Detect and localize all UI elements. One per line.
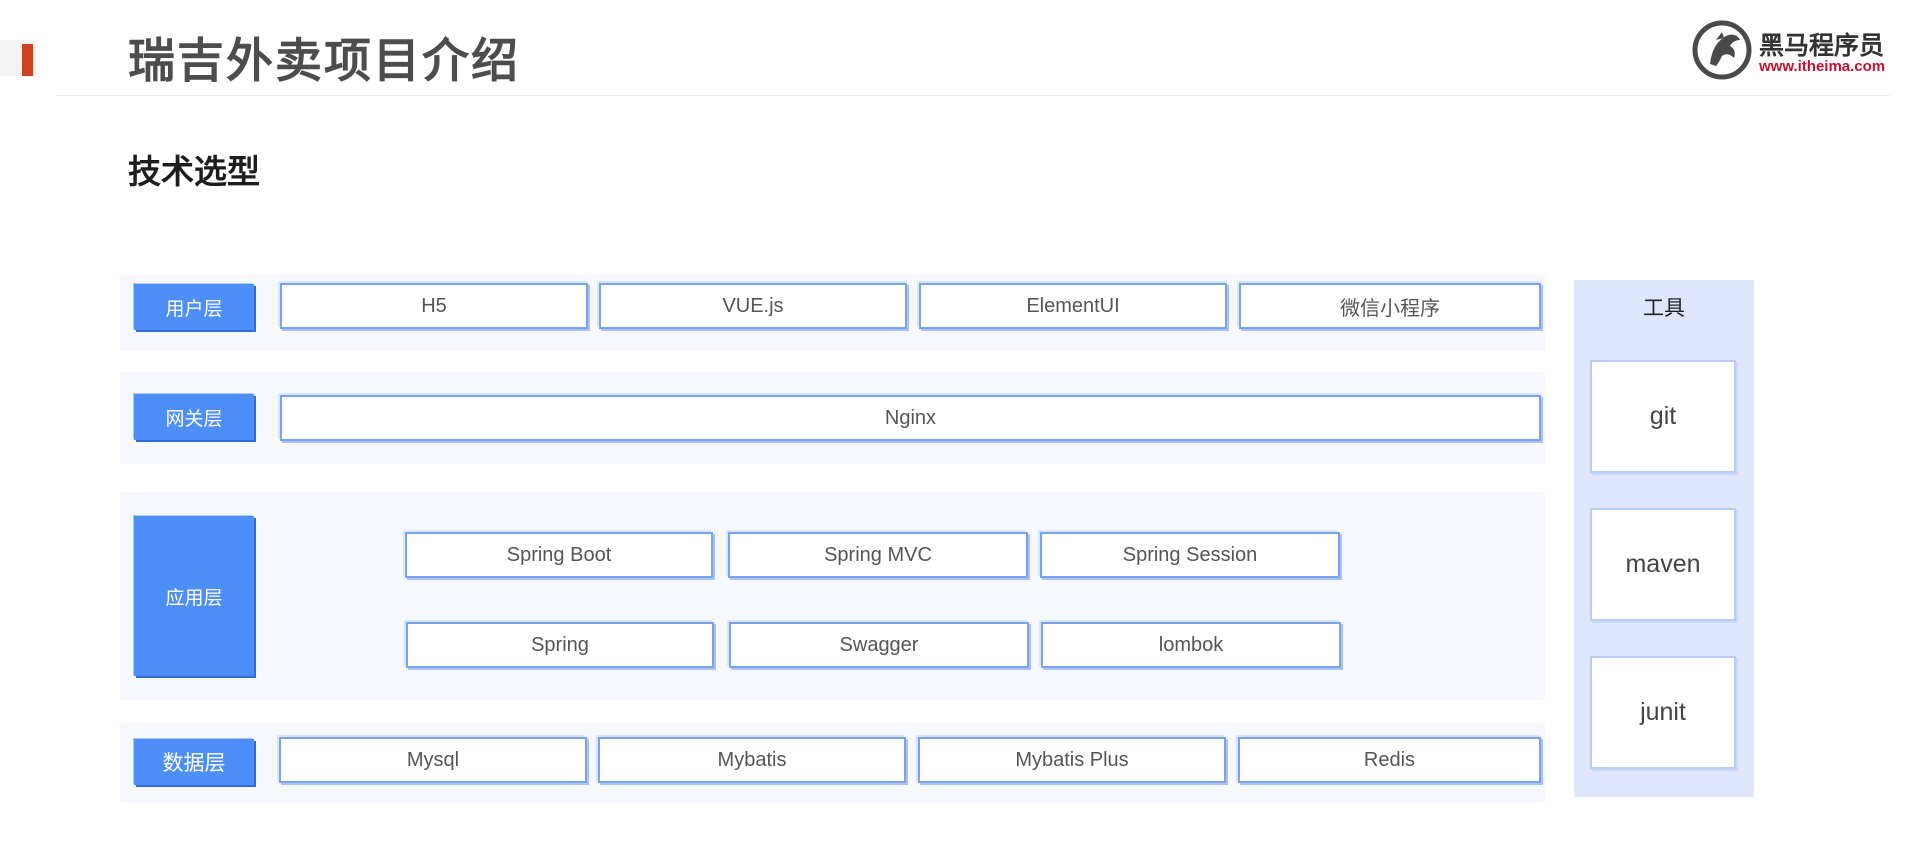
tech-box-nginx: Nginx — [280, 395, 1541, 441]
tech-box-mysql: Mysql — [279, 737, 587, 783]
tech-box-lombok: lombok — [1041, 622, 1341, 668]
tools-panel: 工具 git maven junit — [1574, 280, 1754, 797]
tech-box-mybatis-plus: Mybatis Plus — [918, 737, 1226, 783]
header-divider — [55, 95, 1890, 96]
tool-box-maven: maven — [1590, 508, 1736, 621]
tech-box-spring-boot: Spring Boot — [405, 532, 713, 578]
tech-box-wechat-miniprogram: 微信小程序 — [1239, 283, 1541, 329]
tech-box-h5: H5 — [280, 283, 588, 329]
brand-logo: 黑马程序员 www.itheima.com — [1692, 20, 1892, 80]
tech-box-swagger: Swagger — [729, 622, 1029, 668]
tech-box-mybatis: Mybatis — [598, 737, 906, 783]
section-heading: 技术选型 — [128, 152, 260, 191]
logo-url: www.itheima.com — [1759, 58, 1886, 75]
application-layer-label: 应用层 — [134, 516, 254, 676]
tech-box-elementui: ElementUI — [919, 283, 1227, 329]
tech-box-redis: Redis — [1238, 737, 1541, 783]
accent-mark — [22, 44, 33, 76]
page-title: 瑞吉外卖项目介绍 — [128, 34, 520, 89]
tech-box-vuejs: VUE.js — [599, 283, 907, 329]
tech-box-spring-session: Spring Session — [1040, 532, 1340, 578]
tech-box-spring: Spring — [406, 622, 714, 668]
accent-bar — [0, 40, 36, 76]
gateway-layer-label: 网关层 — [134, 394, 254, 440]
tool-box-git: git — [1590, 360, 1736, 473]
application-layer-band — [120, 492, 1545, 700]
data-layer-label: 数据层 — [134, 739, 254, 785]
horse-logo-icon — [1692, 20, 1752, 80]
logo-name: 黑马程序员 — [1759, 31, 1885, 60]
tools-title: 工具 — [1643, 296, 1685, 320]
tech-box-spring-mvc: Spring MVC — [728, 532, 1028, 578]
tool-box-junit: junit — [1590, 656, 1736, 769]
user-layer-label: 用户层 — [134, 284, 254, 330]
